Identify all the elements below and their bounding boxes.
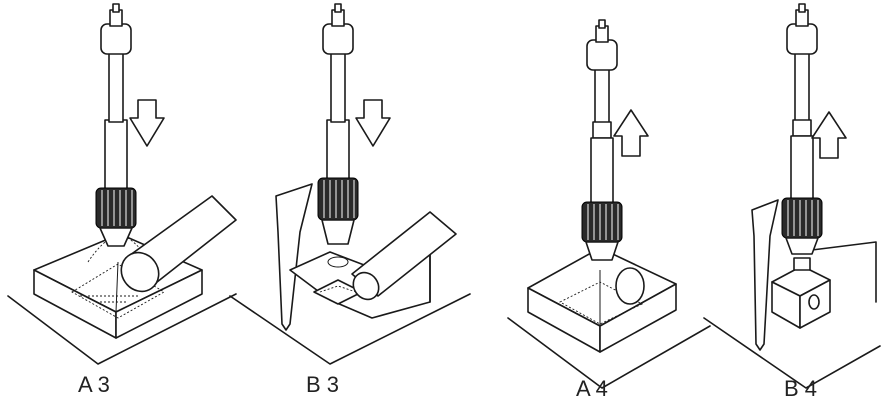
base-plate [703,317,881,389]
side-clip [751,199,779,351]
panel-a3: A 3 [7,3,237,397]
base-plate [7,293,237,365]
panel-b3: B 3 [229,3,471,397]
base-plate [229,293,471,365]
panel-b4: B 4 [703,3,881,400]
panel-label-a3: A 3 [78,372,110,397]
arrow-up-icon [811,111,847,159]
panel-a4: A 4 [507,19,711,400]
nozzle-shaft [104,119,128,191]
nozzle-shaft [790,135,814,201]
panel-label-b4: B 4 [784,376,817,400]
arrow-up-icon [613,109,649,157]
nozzle-shaft [590,137,614,205]
arrow-down-icon [355,99,391,147]
arrow-down-icon [129,99,165,147]
base-plate [507,317,711,389]
panel-label-a4: A 4 [576,376,608,400]
panel-label-b3: B 3 [306,372,339,397]
side-clip [275,183,313,331]
